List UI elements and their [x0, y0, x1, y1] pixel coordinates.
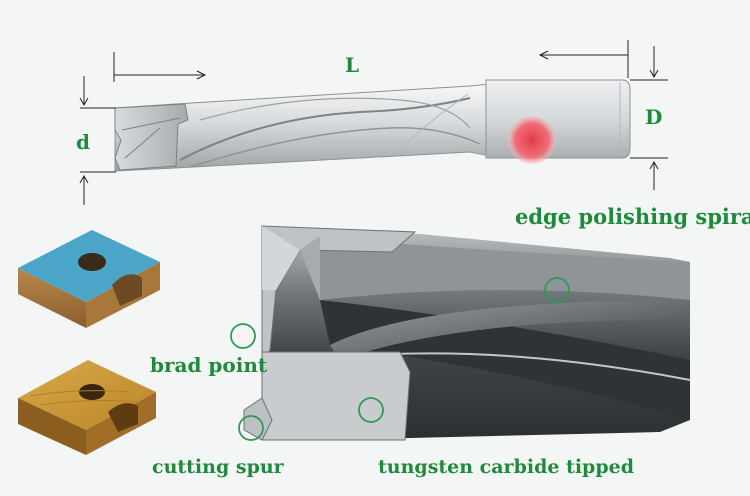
oak-veneer-board: [18, 360, 156, 455]
drill-bit-side-view: [114, 79, 631, 172]
length-label: L: [345, 53, 360, 77]
dimension-lines: [79, 40, 668, 205]
flute-marker: [544, 277, 570, 303]
magnified-drill-tip: [243, 225, 691, 441]
brad-point-marker: [230, 323, 256, 349]
diameter-small-label: d: [76, 130, 90, 154]
carbide-label: tungsten carbide tipped: [378, 456, 634, 478]
edge-polishing-label: edge polishing spiral: [515, 204, 750, 229]
brad-point-label: brad point: [150, 353, 268, 377]
blue-laminated-board: [18, 230, 160, 328]
highlight-dot: [508, 116, 556, 164]
cutting-spur-label: cutting spur: [152, 456, 284, 478]
marker-circles: [230, 277, 570, 441]
carbide-marker: [358, 397, 384, 423]
diameter-large-label: D: [645, 105, 663, 129]
cutting-spur-marker: [238, 415, 264, 441]
